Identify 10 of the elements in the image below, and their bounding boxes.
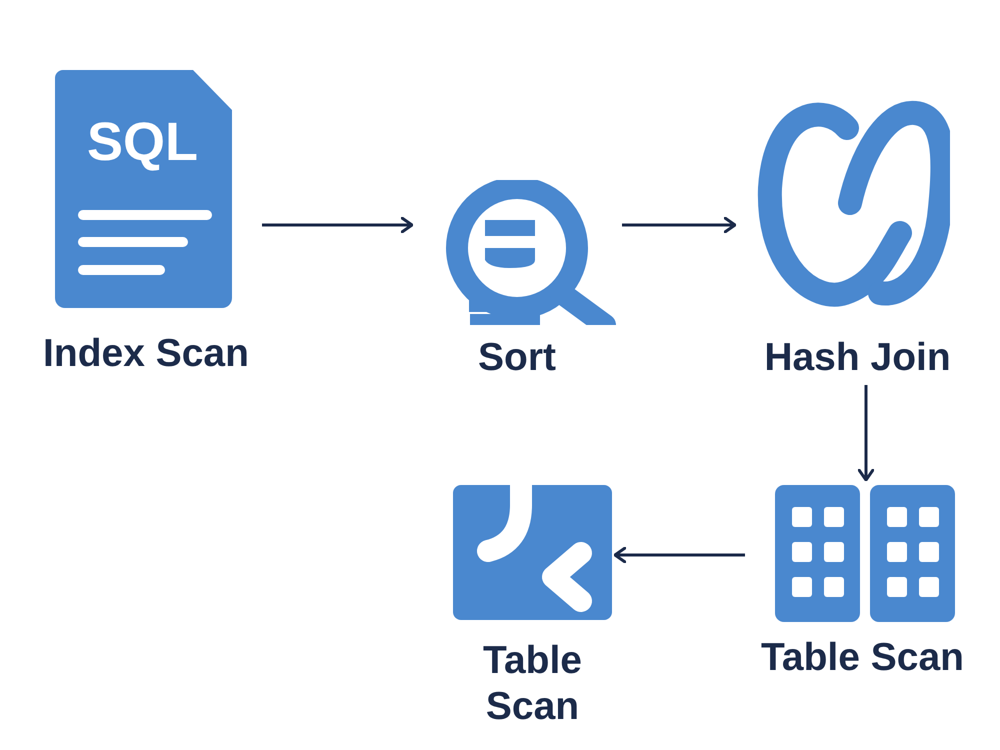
arrow bbox=[858, 385, 874, 482]
node-label: Index Scan bbox=[42, 331, 250, 377]
node-label: Table Scan bbox=[760, 635, 966, 681]
node-label: Hash Join bbox=[763, 335, 952, 381]
arrow bbox=[614, 546, 745, 564]
arrow bbox=[262, 216, 414, 234]
node-label: Sort bbox=[477, 335, 557, 381]
node-label: Table Scan bbox=[482, 638, 583, 730]
arrow bbox=[622, 216, 736, 234]
icon-label: SQL bbox=[86, 112, 199, 172]
